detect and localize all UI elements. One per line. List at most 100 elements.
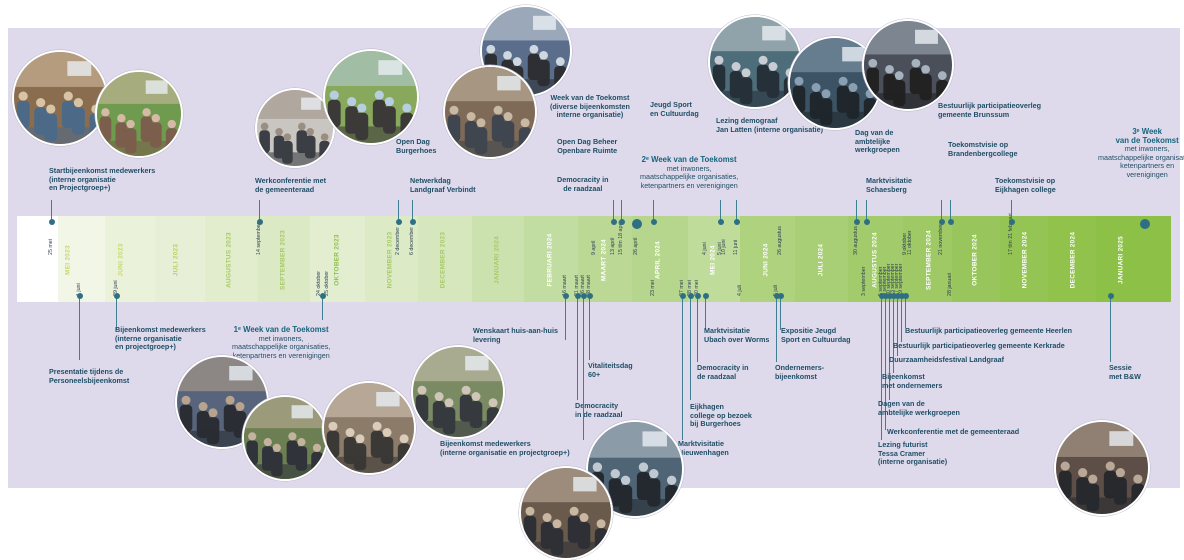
event-line: Tessa Cramer: [878, 448, 926, 458]
event-label: Werkconferentie met de gemeenteraad: [887, 427, 1020, 437]
month-text: AUGUSTUS 2023: [225, 232, 233, 288]
date-text: 19 september: [898, 263, 904, 296]
date-text: 6 december: [409, 227, 415, 255]
event-line: Bestuurlijk participatieoverleg: [938, 101, 1042, 110]
connector-line: [736, 200, 737, 222]
date-text: 13 april: [610, 237, 616, 255]
month-text: MAART 2024: [600, 238, 608, 282]
event-line: de raadzaal: [563, 183, 603, 193]
connector-line: [881, 296, 882, 440]
event-line: Bijeenkomst medewerkers: [115, 325, 206, 334]
month-text: SEPTEMBER 2023: [279, 230, 287, 290]
timeline-marker: [113, 293, 120, 299]
event-line: en Cultuurdag: [650, 108, 699, 118]
event-line: Open Dag Beheer: [557, 137, 618, 146]
connector-line: [1110, 296, 1111, 362]
month-text: JUNI 2023: [117, 243, 125, 277]
event-line: Week van de Toekomst: [550, 93, 630, 102]
connector-line: [866, 200, 867, 222]
date-text: 14 september: [256, 222, 262, 255]
date-text: 2 december: [395, 227, 401, 255]
event-line: Bijeenkomst: [882, 372, 925, 381]
event-line: (interne organisatie): [878, 457, 948, 467]
event-label: Ondernemers-bijeenkomst: [775, 363, 824, 381]
event-line: met inwoners,: [1124, 144, 1170, 154]
photo-kids-icon: [95, 70, 183, 158]
event-line: Brandenbergcollege: [948, 148, 1018, 158]
connector-line: [259, 200, 260, 222]
timeline-marker: [898, 293, 905, 299]
timeline-segment: [58, 216, 105, 302]
timeline-marker: [1139, 219, 1150, 229]
timeline-marker: [76, 293, 83, 299]
timeline-segment: [688, 216, 740, 302]
timeline-segment: [740, 216, 795, 302]
date-text: 4 juli: [737, 285, 743, 296]
date-text: 15 t/m 18 april: [618, 221, 624, 255]
timeline-marker: [878, 293, 885, 299]
timeline-marker: [886, 293, 893, 299]
event-line: Netwerkdag: [410, 176, 451, 185]
event-line: Werkconferentie met de gemeenteraad: [887, 427, 1020, 436]
connector-line: [653, 200, 654, 222]
connector-line: [856, 200, 857, 222]
event-line: met B&W: [1109, 371, 1141, 381]
event-line: Marktvisitatie: [704, 326, 750, 335]
photo-field-icon: [323, 49, 419, 145]
month-text: NOVEMBER 2024: [1021, 231, 1029, 289]
event-line: Sessie: [1109, 363, 1132, 372]
month-text: DECEMBER 2023: [439, 231, 447, 289]
connector-line: [897, 296, 898, 356]
timeline-marker: [409, 219, 416, 225]
timeline-marker: [256, 219, 263, 225]
month-text: JANUARI 2025: [1117, 236, 1125, 284]
timeline-segment: [903, 216, 952, 302]
timeline-segment: [1096, 216, 1171, 302]
timeline-segment: [418, 216, 472, 302]
event-line: Toekomstvisie op: [948, 140, 1009, 149]
event-line: bij Burgerhoes: [690, 419, 741, 429]
timeline-marker: [853, 219, 860, 225]
date-text: 21 november: [938, 224, 944, 255]
connector-line: [682, 296, 683, 440]
event-line: Jeugd Sport: [650, 100, 692, 109]
event-line: met ondernemers: [882, 380, 943, 390]
timeline-segment: [105, 216, 155, 302]
timeline-marker: [1008, 219, 1015, 225]
connector-line: [901, 296, 902, 342]
event-line: Presentatie tijdens de: [49, 367, 124, 376]
timeline-marker: [702, 293, 709, 299]
timeline-marker: [610, 219, 617, 225]
photo-market-icon: [242, 395, 328, 481]
event-title: 1ᵉ Week van de Toekomst: [233, 325, 329, 334]
event-label: Duurzaamheidsfestival Landgraaf: [889, 355, 1004, 365]
event-line: maatschappelijke organisaties,: [1098, 152, 1184, 162]
event-title: 3ᵉ Week: [1132, 127, 1162, 136]
event-line: (interne organisatie: [115, 333, 182, 343]
event-line: (interne organisatie: [49, 174, 116, 184]
timeline-marker: [733, 219, 740, 225]
month-text: OKTOBER 2024: [971, 234, 979, 286]
event-line: (interne organisatie en projectgroep+): [440, 447, 570, 457]
event-title: van de Toekomst: [1115, 135, 1179, 145]
photo-meeting-icon: [443, 65, 537, 159]
event-line: Open Dag: [396, 137, 430, 146]
event-line: de gemeenteraad: [255, 184, 315, 194]
event-line: Bestuurlijk participatieoverleg gemeente…: [893, 341, 1065, 350]
month-text: MEI 2023: [64, 245, 72, 275]
timeline-marker: [679, 293, 686, 299]
timeline-marker: [882, 293, 889, 299]
event-line: Schaesberg: [866, 184, 907, 194]
